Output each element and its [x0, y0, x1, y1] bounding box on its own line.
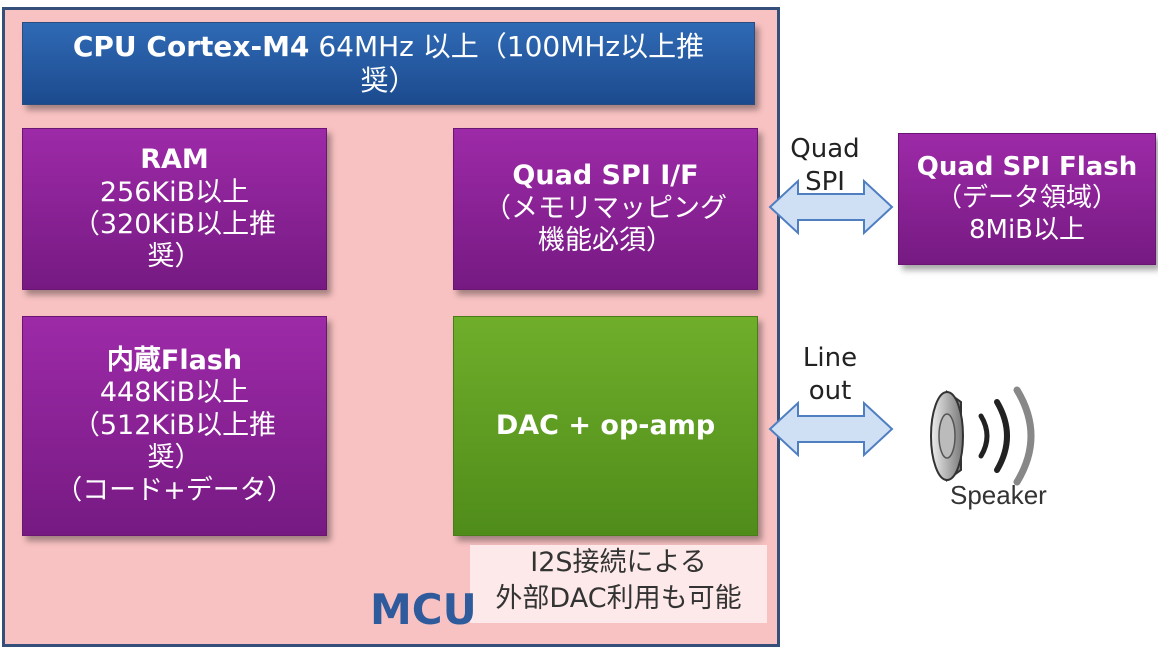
- i2s-note: I2S接続による 外部DAC利用も可能: [470, 545, 767, 623]
- ram-line2: （320KiB以上推: [72, 209, 277, 240]
- cpu-spec-line2: 奨）: [360, 63, 417, 97]
- ram-title: RAM: [140, 144, 209, 176]
- flash-line4: （コード+データ）: [55, 474, 294, 506]
- qspi-arrow-label-line1: Quad: [790, 134, 860, 164]
- qspi-flash-line1: （データ領域）: [935, 183, 1118, 214]
- mcu-label: MCU: [370, 585, 477, 634]
- lineout-arrow-label: Line out: [785, 342, 875, 407]
- ram-box: RAM 256KiB以上 （320KiB以上推 奨）: [22, 128, 327, 290]
- dac-box: DAC + op-amp: [453, 316, 758, 536]
- i2s-note-line2: 外部DAC利用も可能: [495, 583, 742, 615]
- qspi-if-box: Quad SPI I/F （メモリマッピング 機能必須）: [453, 128, 758, 290]
- lineout-arrow-label-line1: Line: [802, 343, 858, 373]
- lineout-arrow-label-line2: out: [808, 375, 852, 406]
- qspi-flash-title: Quad SPI Flash: [916, 152, 1138, 183]
- qspi-arrow-label: Quad SPI: [780, 133, 870, 198]
- qspi-if-line1: （メモリマッピング: [484, 192, 727, 224]
- flash-line3: 奨）: [147, 442, 202, 474]
- dac-title: DAC + op-amp: [495, 409, 716, 441]
- qspi-bidirectional-arrow: [768, 178, 894, 236]
- flash-line1: 448KiB以上: [99, 377, 250, 409]
- qspi-flash-box: Quad SPI Flash （データ領域） 8MiB以上: [898, 133, 1156, 265]
- flash-line2: （512KiB以上推: [72, 409, 277, 441]
- cpu-box: CPU Cortex-M4 64MHz 以上（100MHz以上推 奨）: [22, 22, 755, 105]
- lineout-bidirectional-arrow: [768, 400, 894, 458]
- flash-title: 内蔵Flash: [106, 345, 243, 377]
- speaker-icon: [930, 386, 1035, 486]
- qspi-flash-line2: 8MiB以上: [968, 214, 1086, 245]
- qspi-if-title: Quad SPI I/F: [512, 160, 699, 192]
- i2s-note-line1: I2S接続による: [530, 547, 707, 578]
- flash-box: 内蔵Flash 448KiB以上 （512KiB以上推 奨） （コード+データ）: [22, 316, 327, 536]
- cpu-name: CPU Cortex-M4: [72, 29, 310, 63]
- ram-line1: 256KiB以上: [99, 176, 250, 208]
- qspi-arrow-label-line2: SPI: [805, 166, 845, 197]
- qspi-if-line2: 機能必須）: [538, 225, 673, 257]
- cpu-spec: 64MHz 以上（100MHz以上推: [309, 29, 705, 63]
- ram-line3: 奨）: [147, 241, 202, 273]
- speaker-label: Speaker: [950, 480, 1047, 510]
